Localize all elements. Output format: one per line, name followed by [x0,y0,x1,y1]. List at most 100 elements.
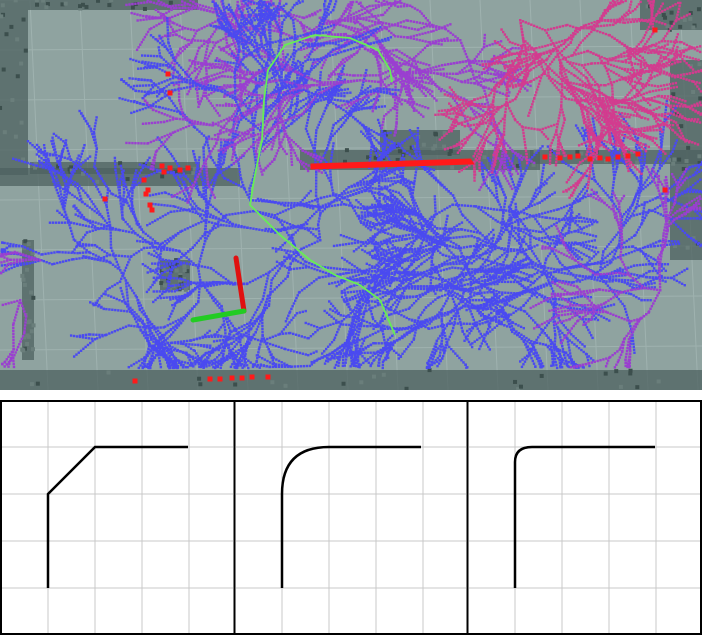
particle [313,198,317,202]
particle [261,298,265,301]
particle [259,275,263,278]
particle [577,242,580,246]
particle [564,214,567,218]
particle [368,107,372,110]
particle [213,161,216,164]
particle [193,202,196,205]
particle [176,209,179,213]
wall-cell [31,295,36,300]
wall-cell [174,262,179,267]
particle [375,263,378,267]
particle [553,340,557,343]
particle [164,213,167,217]
wall-cell [447,151,452,156]
particle [209,86,213,90]
particle [361,355,364,358]
particle [318,236,322,239]
wall-cell [41,0,46,3]
particle [449,192,453,195]
particle [198,283,201,287]
particle [585,254,588,258]
particle [381,155,385,159]
particle [586,232,589,236]
particle [550,224,553,228]
wall-cell [182,264,187,269]
particle [611,250,614,254]
particle [337,364,340,367]
particle [222,219,225,223]
particle [252,140,255,144]
particle [186,366,189,369]
particle [630,236,633,239]
wall-cell [691,90,696,95]
wall-cell [80,2,85,7]
particle [178,111,182,114]
particle [344,361,347,364]
particle [313,205,316,208]
particle [301,258,305,261]
particle [128,77,131,80]
particle [470,223,473,226]
particle [302,98,305,102]
wall-cell [23,48,28,53]
particle [581,188,585,191]
particle [323,362,327,365]
particle [271,200,274,203]
particle [365,98,369,102]
wall-cell [13,0,18,3]
wall-cell [29,290,34,295]
wall-cell [518,384,523,389]
particle [377,231,381,234]
particle [366,238,370,242]
particle [267,304,271,307]
particle [340,92,343,95]
particle [636,248,639,252]
particle [178,300,182,303]
particle [469,204,473,208]
wall-cell [45,2,50,7]
particle [363,211,366,214]
particle [255,308,259,311]
particle [262,76,266,79]
particle [555,221,558,225]
particle [219,171,223,175]
particle [330,274,333,277]
wall-cell [56,164,61,169]
particle [371,235,375,238]
particle [643,216,647,220]
particle [263,288,267,292]
particle [377,121,381,124]
particle [495,208,499,211]
wall-cell [668,220,673,225]
particle [246,322,249,326]
particle [345,203,348,206]
particle [472,225,475,228]
wall-cell [628,368,633,373]
particle [448,205,452,208]
wall-cell [397,149,402,154]
particle [330,87,333,90]
particle [228,282,232,286]
particle [279,246,282,249]
particle [318,214,322,217]
particle [324,275,327,278]
particle [271,277,275,280]
particle [253,116,257,120]
particle [311,332,315,336]
particle [226,91,229,94]
particle [256,276,260,280]
particle [252,90,255,93]
wall-cell [130,5,135,10]
particle [169,271,172,275]
particle [186,284,190,287]
particle [185,262,189,265]
particle [212,214,215,218]
particle [217,272,220,276]
particle [524,232,528,235]
particle [295,100,299,104]
particle [645,263,648,266]
particle [226,61,229,64]
wall-cell [665,24,670,29]
particle [314,185,318,188]
map-view[interactable] [0,0,702,390]
